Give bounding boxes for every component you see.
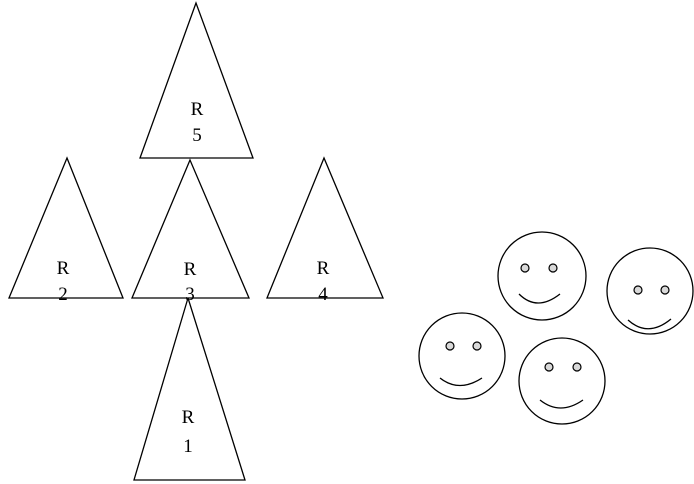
triangle-r2: R 2 <box>8 156 124 305</box>
triangle-r2-letter: R <box>57 258 70 279</box>
smiley-face-icon <box>418 312 506 400</box>
smiley-face-icon <box>497 231 587 321</box>
triangle-r3-number: 3 <box>185 284 195 305</box>
triangle-r1: R 1 <box>133 295 246 481</box>
triangle-r4-letter: R <box>317 258 330 279</box>
triangle-r5-number: 5 <box>192 125 202 146</box>
smiley-face-icon <box>518 337 606 425</box>
triangle-r1-number: 1 <box>183 436 193 457</box>
triangle-r1-letter: R <box>182 407 195 428</box>
triangle-r3-letter: R <box>184 259 197 280</box>
triangle-r2-number: 2 <box>58 284 68 305</box>
triangle-r5: R 5 <box>139 1 254 159</box>
triangle-r3: R 3 <box>131 158 250 305</box>
triangle-r5-letter: R <box>191 99 204 120</box>
triangle-r4-number: 4 <box>318 284 328 305</box>
triangle-r4: R 4 <box>266 156 384 305</box>
smiley-face-icon <box>606 247 694 335</box>
